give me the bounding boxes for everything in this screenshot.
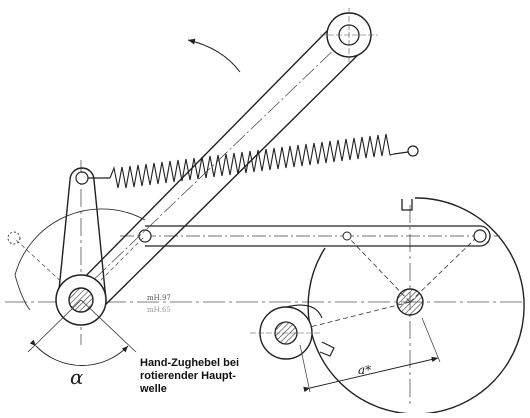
swing-arc-left-lower bbox=[14, 274, 31, 311]
a-star-ext-left bbox=[299, 344, 311, 393]
figure-caption: Hand-Zughebel bei rotierender Haupt- wel… bbox=[140, 357, 300, 396]
spring-anchor-right bbox=[407, 145, 419, 157]
alpha-label: α bbox=[70, 365, 84, 389]
tension-spring bbox=[109, 133, 395, 189]
caption-line-1: Hand-Zughebel bei bbox=[140, 357, 239, 369]
secondary-shaft-guide bbox=[285, 304, 323, 319]
dim-note-2: mH.65 bbox=[147, 306, 171, 314]
rotation-arrow bbox=[187, 38, 241, 73]
cam-notch bbox=[401, 199, 413, 211]
pivot-bracket-top bbox=[69, 167, 95, 181]
alpha-leg-left bbox=[27, 299, 82, 353]
caption-line-2: rotierender Haupt- bbox=[140, 370, 236, 382]
alpha-arc bbox=[29, 339, 129, 366]
bracket-top-pin bbox=[75, 171, 89, 185]
spring-hook-right bbox=[393, 151, 409, 155]
swing-end-marker bbox=[7, 231, 21, 245]
hand-lever-centerline bbox=[59, 19, 366, 313]
tie-rod-pin-mid bbox=[342, 231, 352, 241]
a-star-ext-right bbox=[421, 317, 441, 363]
a-star-dimension-line bbox=[303, 356, 439, 393]
construction-line-1 bbox=[346, 235, 411, 303]
cam-notch-lower bbox=[319, 341, 335, 357]
alpha-leg-right bbox=[80, 299, 137, 353]
pivot-bracket bbox=[57, 179, 107, 301]
swing-arc-left bbox=[14, 208, 146, 276]
a-star-label: a* bbox=[358, 363, 371, 377]
dim-note-1: mH.97 bbox=[147, 294, 171, 302]
tie-rod-pin-right bbox=[473, 229, 487, 243]
caption-line-3: welle bbox=[140, 383, 167, 395]
